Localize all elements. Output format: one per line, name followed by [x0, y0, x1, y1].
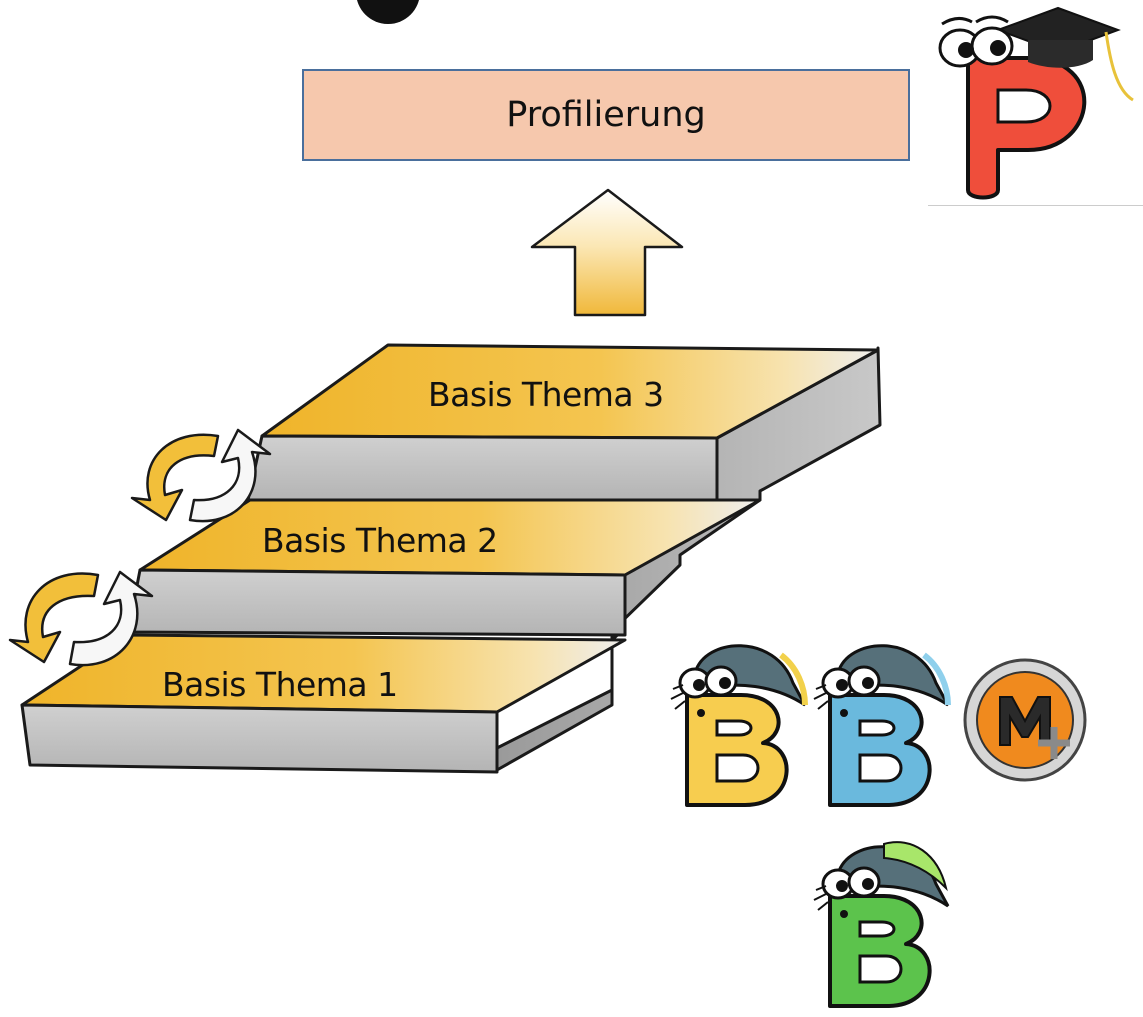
step-2-face: [126, 568, 627, 637]
profilierung-box: Profilierung: [302, 69, 910, 161]
cycle-arrows-lower-icon: [8, 570, 154, 667]
step-1-label: Basis Thema 1: [162, 665, 398, 704]
basis-b-yellow-character-icon: [665, 625, 808, 817]
basis-b-blue-character-icon: [808, 625, 953, 817]
up-arrow-icon: [530, 188, 684, 317]
step-3-label: Basis Thema 3: [428, 375, 664, 414]
step-2-label: Basis Thema 2: [262, 521, 498, 560]
profilierung-label: Profilierung: [506, 95, 706, 135]
basis-b-green-character-icon: [808, 830, 953, 1017]
graduate-p-character-icon: [928, 0, 1143, 206]
step-3-face: [246, 434, 719, 502]
m-plus-badge-icon: [960, 655, 1090, 785]
top-edge-circle: [357, 0, 419, 24]
cycle-arrows-upper-icon: [130, 428, 272, 523]
step-1-face: [20, 703, 499, 774]
